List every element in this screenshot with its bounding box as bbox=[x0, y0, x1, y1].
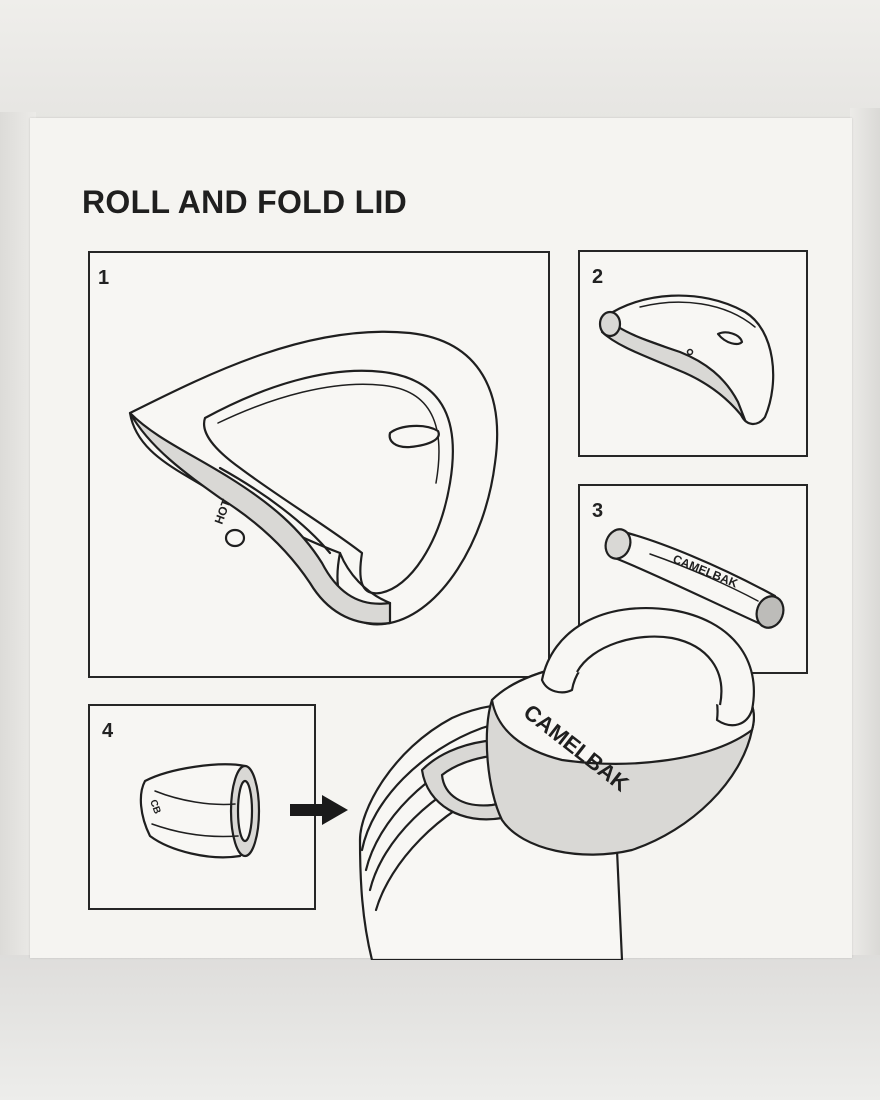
step-number: 2 bbox=[592, 266, 603, 289]
step-number: 4 bbox=[102, 720, 113, 743]
step-panel-2: 2 bbox=[578, 250, 808, 457]
lid-bundled-illustration: CB bbox=[90, 706, 313, 907]
step-number: 3 bbox=[592, 500, 603, 523]
step-number: 1 bbox=[98, 267, 109, 290]
table-surface bbox=[0, 955, 880, 1100]
hot-label: HOT bbox=[212, 497, 234, 526]
lid-folding-illustration bbox=[580, 252, 805, 454]
arrow-right-icon bbox=[288, 793, 350, 827]
step-panel-4: 4 CB bbox=[88, 704, 316, 910]
box-right-flap bbox=[850, 108, 880, 963]
cap-onto-bottle-illustration: CAMELBAK bbox=[352, 600, 772, 960]
page-title: ROLL AND FOLD LID bbox=[82, 184, 407, 221]
box-top-flap bbox=[0, 0, 880, 122]
